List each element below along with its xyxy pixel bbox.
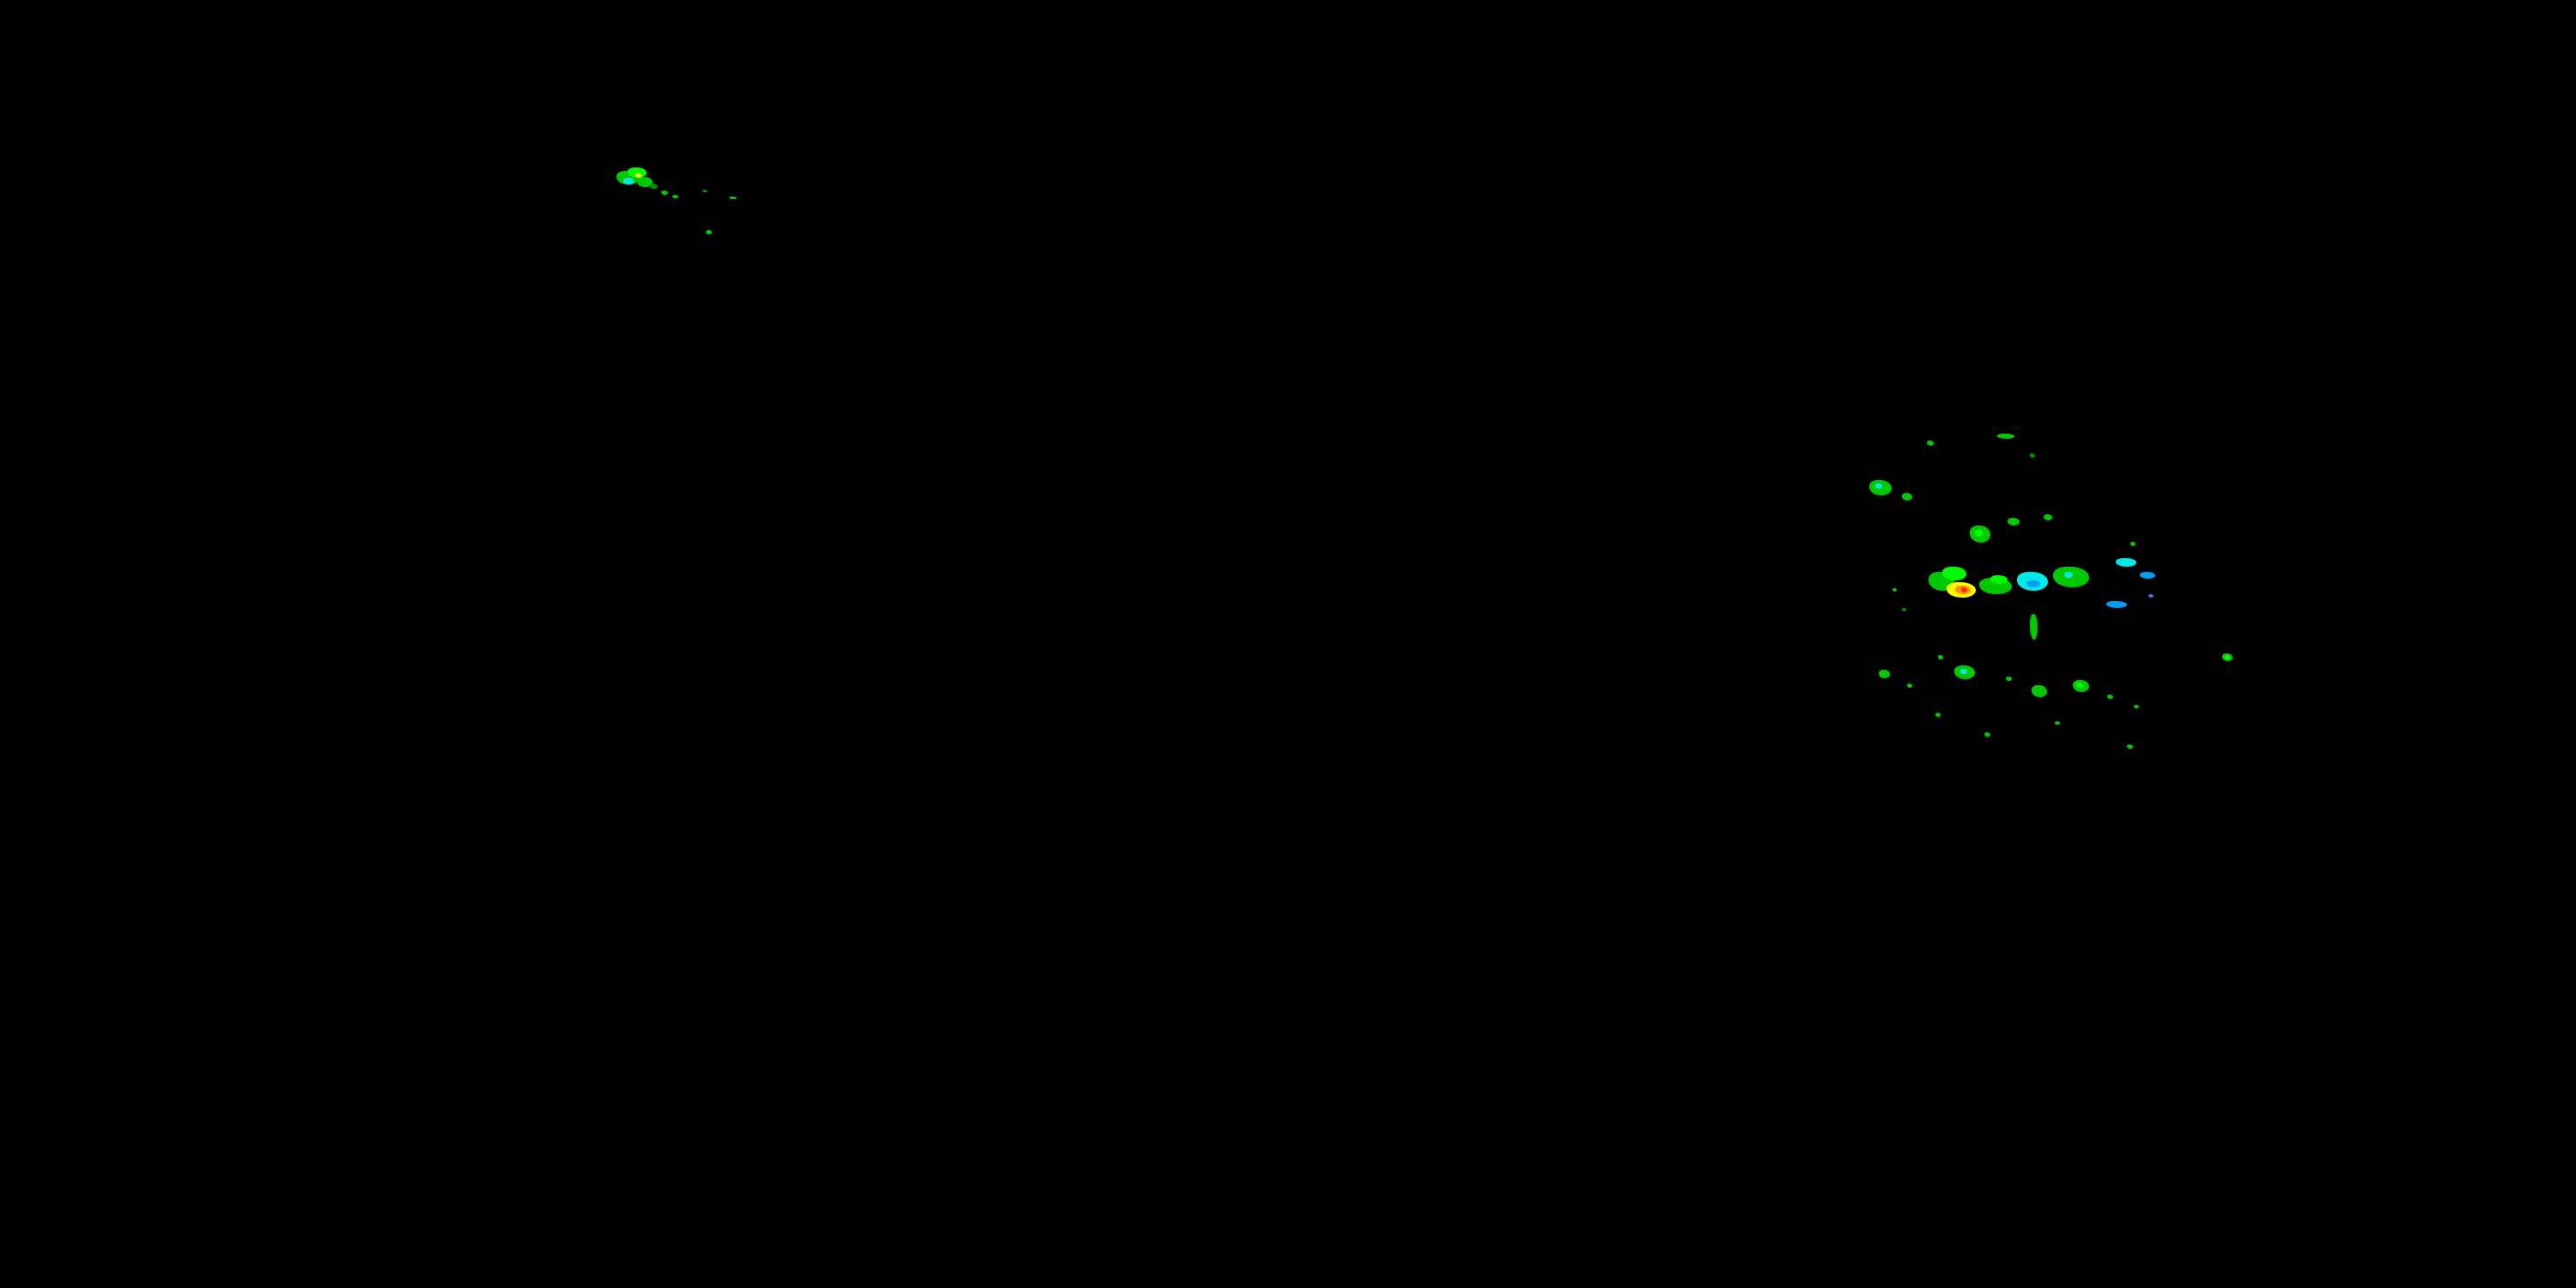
radar-echo-dark_green — [2030, 453, 2035, 458]
radar-echo-light_green — [1990, 575, 2008, 584]
radar-echo-green — [2055, 721, 2060, 725]
radar-echo-cyan — [1875, 483, 1882, 489]
radar-echo-green — [1879, 670, 1890, 678]
radar-echo-green — [1907, 683, 1912, 688]
radar-echo-green — [2127, 744, 2133, 749]
radar-echo-dark_green — [702, 190, 708, 192]
radar-echo-cyan — [2116, 558, 2136, 567]
radar-echo-light_blue — [2026, 580, 2040, 587]
radar-echo-green — [2134, 705, 2139, 708]
radar-echo-dark_green — [649, 184, 658, 189]
radar-echo-green — [2008, 518, 2020, 526]
radar-echo-green — [2130, 542, 2136, 546]
radar-echo-green — [729, 197, 737, 199]
radar-echo-green — [2032, 685, 2047, 697]
radar-echo-green — [2030, 614, 2038, 640]
radar-echo-cyan — [1960, 669, 1967, 674]
radar-echo-green — [706, 230, 712, 234]
radar-echo-light_green — [2225, 655, 2230, 659]
radar-echo-dark_green — [1902, 608, 1906, 611]
radar-echo-green — [2006, 677, 2012, 681]
radar-echo-green — [1902, 493, 1912, 501]
radar-echo-yellow — [635, 173, 641, 178]
radar-echo-green — [1938, 655, 1943, 659]
radar-echo-light_green — [1942, 567, 1966, 580]
radar-echo-green — [637, 177, 653, 187]
radar-echo-green — [672, 195, 678, 198]
radar-echo-light_green — [628, 167, 647, 178]
radar-echo-blue — [2148, 594, 2154, 598]
radar-echo-green — [1927, 440, 1934, 446]
radar-echo-red — [1961, 587, 1967, 592]
radar-echo-cyan — [2064, 572, 2073, 578]
radar-echo-light_blue — [2106, 601, 2127, 608]
radar-echo-green — [1893, 588, 1897, 592]
radar-echo-cyan — [623, 178, 634, 185]
radar-echo-green — [1997, 434, 2014, 439]
radar-echo-light_green — [2076, 683, 2083, 688]
radar-echo-green — [2107, 695, 2113, 699]
radar-echo-light_green — [1975, 530, 1984, 537]
radar-echo-light_blue — [2140, 572, 2155, 579]
radar-echo-green — [1984, 732, 1990, 737]
radar-echo-green — [1935, 713, 1941, 717]
radar-echo-green — [661, 191, 668, 195]
radar-echo-green — [2044, 514, 2052, 520]
